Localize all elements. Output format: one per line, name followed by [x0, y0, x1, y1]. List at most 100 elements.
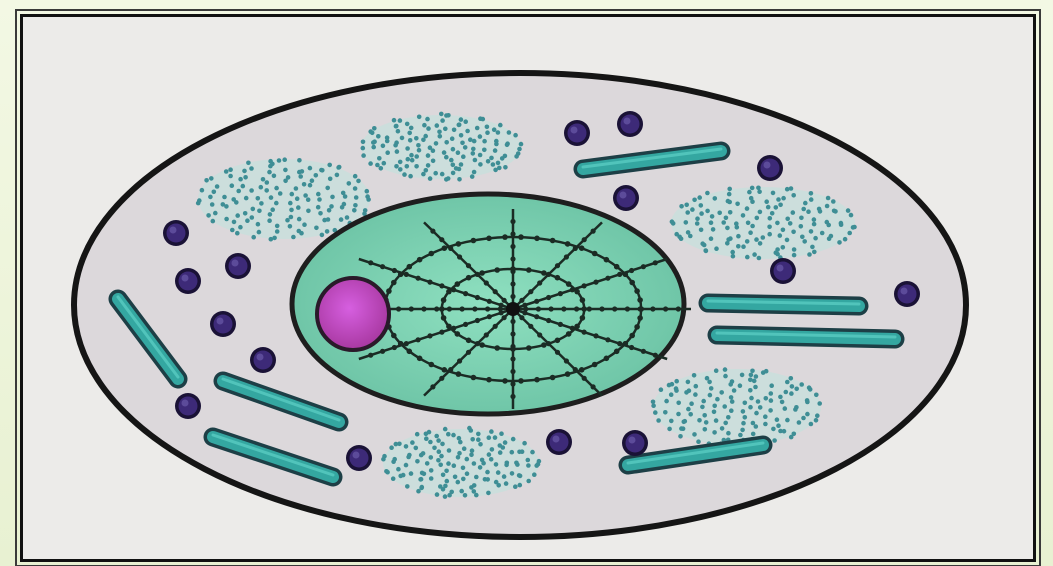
- vesicle-dot: [505, 143, 510, 148]
- vesicle-dot: [667, 427, 672, 432]
- vesicle-dot: [242, 169, 247, 174]
- vesicle-dot: [306, 197, 311, 202]
- vesicle-dot: [356, 179, 361, 184]
- vesicle-dot: [371, 140, 376, 145]
- vesicle-dot: [285, 218, 290, 223]
- vesicle-dot: [809, 229, 814, 234]
- vesicle-dot: [398, 118, 403, 123]
- vesicle-dot: [370, 131, 375, 136]
- vesicle-dot: [459, 133, 464, 138]
- nucleolus: [317, 278, 389, 350]
- vesicle-dot: [806, 209, 811, 214]
- vesicle-dot: [438, 463, 443, 468]
- vesicle-dot: [278, 191, 283, 196]
- vesicle-dot: [478, 162, 483, 167]
- vesicle-dot: [438, 134, 443, 139]
- vesicle-dot: [494, 142, 499, 147]
- vesicle-dot: [730, 379, 735, 384]
- vesicle-dot: [674, 386, 679, 391]
- vesicle-dot: [211, 219, 216, 224]
- vesicle-dot: [526, 463, 531, 468]
- vesicle-dot: [710, 214, 715, 219]
- vesicle-dot: [428, 145, 433, 150]
- vesicle-dot: [443, 427, 448, 432]
- vesicle-dot: [778, 429, 783, 434]
- vesicle-dot: [467, 426, 472, 431]
- vesicle-dot: [678, 434, 683, 439]
- vesicle-dot: [780, 400, 785, 405]
- vesicle-dot: [817, 207, 822, 212]
- vesicle-dot: [754, 424, 759, 429]
- vesicle-dot: [532, 472, 537, 477]
- vesicle-dot: [235, 231, 240, 236]
- vesicle-dot: [265, 180, 270, 185]
- vesicle-dot: [820, 231, 825, 236]
- vesicle-dot: [327, 163, 332, 168]
- vesicle-dot: [306, 209, 311, 214]
- vesicle-dot: [781, 245, 786, 250]
- vesicle-dot: [426, 126, 431, 131]
- vesicle-dot: [376, 134, 381, 139]
- vesicle-dot: [699, 228, 704, 233]
- vesicle-dot: [688, 412, 693, 417]
- vesicle-dot: [493, 168, 498, 173]
- vesicle-dot: [288, 224, 293, 229]
- vesicle-dot: [712, 430, 717, 435]
- vesicle-dot: [339, 217, 344, 222]
- vesicle-dot: [750, 186, 755, 191]
- vesicle-dot: [719, 390, 724, 395]
- vesicle-dot: [449, 158, 454, 163]
- vesicle-dot: [778, 203, 783, 208]
- vesicle-dot: [297, 217, 302, 222]
- vesicle-dot: [769, 398, 774, 403]
- vesicle-dot: [441, 487, 446, 492]
- vesicle-dot: [409, 471, 414, 476]
- vesicle-dot: [685, 210, 690, 215]
- vesicle-dot: [702, 413, 707, 418]
- vesicle-dot: [847, 231, 852, 236]
- granule: [175, 268, 201, 294]
- vesicle-dot: [456, 480, 461, 485]
- vesicle-dot: [381, 144, 386, 149]
- vesicle-dot: [308, 166, 313, 171]
- vesicle-dot: [244, 196, 249, 201]
- vesicle-dot: [734, 221, 739, 226]
- vesicle-dot: [405, 146, 410, 151]
- vesicle-dot: [812, 217, 817, 222]
- vesicle-dot: [463, 493, 468, 498]
- vesicle-dot: [303, 193, 308, 198]
- vesicle-dot: [694, 384, 699, 389]
- vesicle-dot: [704, 420, 709, 425]
- vesicle-dot: [483, 477, 488, 482]
- vesicle-dot: [769, 383, 774, 388]
- vesicle-dot: [241, 184, 246, 189]
- vesicle-dot: [398, 160, 403, 165]
- vesicle-dot: [753, 385, 758, 390]
- vesicle-dot: [764, 199, 769, 204]
- vesicle-dot: [679, 204, 684, 209]
- vesicle-dot: [269, 237, 274, 242]
- vesicle-dot: [757, 189, 762, 194]
- vesicle-dot: [695, 216, 700, 221]
- vesicle-dot: [251, 207, 256, 212]
- vesicle-dot: [404, 463, 409, 468]
- vesicle-dot: [697, 195, 702, 200]
- granule: [546, 429, 572, 455]
- vesicle-dot: [289, 215, 294, 220]
- vesicle-dot: [748, 230, 753, 235]
- vesicle-dot: [747, 190, 752, 195]
- vesicle-dot: [771, 427, 776, 432]
- vesicle-dot: [781, 196, 786, 201]
- vesicle-dot: [714, 368, 719, 373]
- vesicle-dot: [232, 220, 237, 225]
- granule: [250, 347, 276, 373]
- vesicle-dot: [832, 209, 837, 214]
- vesicle-dot: [472, 170, 477, 175]
- vesicle-dot: [752, 252, 757, 257]
- vesicle-dot: [382, 161, 387, 166]
- vesicle-dot: [687, 388, 692, 393]
- vesicle-dot: [827, 236, 832, 241]
- vesicle-dot: [243, 175, 248, 180]
- vesicle-dot: [335, 173, 340, 178]
